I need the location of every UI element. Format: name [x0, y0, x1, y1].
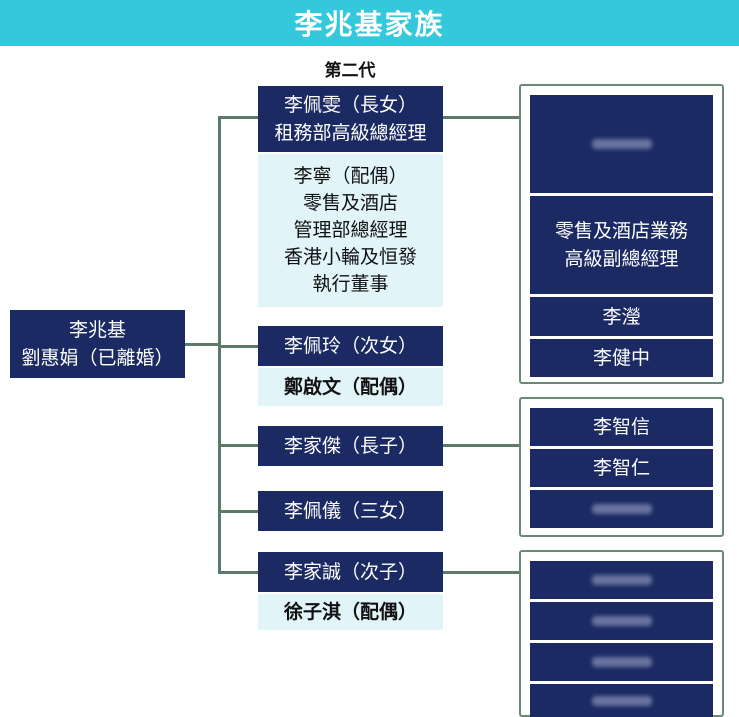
- grandchildren-group-3: [519, 550, 724, 717]
- connector-group-1: [443, 116, 519, 119]
- grandchildren-group-2: 李智信 李智仁: [519, 397, 724, 537]
- child-2-name: 李佩玲（次女）: [283, 335, 417, 357]
- grandchild-cell-blurred: [530, 490, 713, 528]
- parent-name: 李兆基: [68, 319, 126, 341]
- page-title: 李兆基家族: [0, 0, 739, 46]
- connector-child-2: [218, 345, 258, 348]
- grandchild-cell: 李健中: [530, 339, 713, 377]
- grandchild-cell-title: 零售及酒店業務 高級副總經理: [530, 196, 713, 294]
- child-3-name: 李家傑（長子）: [283, 435, 417, 457]
- connector-child-5: [218, 571, 258, 574]
- spouse-line: 李寧（配偶）: [293, 165, 408, 187]
- spouse-line: 徐子淇（配偶）: [283, 600, 417, 623]
- grandchild-cell-blurred: [530, 95, 713, 193]
- grandchild-title-line2: 高級副總經理: [564, 248, 679, 270]
- parent-box: 李兆基 劉惠娟（已離婚）: [10, 310, 185, 378]
- grandchild-cell-blurred: [530, 643, 713, 681]
- connector-child-1: [218, 116, 258, 119]
- spouse-line: 香港小輪及恒發: [283, 246, 417, 268]
- child-1-title: 租務部高級總經理: [274, 122, 427, 144]
- blurred-text: [591, 575, 652, 585]
- grandchild-title-line1: 零售及酒店業務: [554, 220, 688, 242]
- child-2-spouse-box: 鄭啟文（配偶）: [258, 368, 443, 406]
- grandchild-cell: 李智信: [530, 408, 713, 446]
- connector-group-2: [443, 444, 519, 447]
- spouse-line: 管理部總經理: [293, 219, 408, 241]
- connector-group-3: [443, 571, 519, 574]
- grandchild-name: 李智信: [592, 416, 650, 438]
- child-box-1: 李佩雯（長女） 租務部高級總經理: [258, 86, 443, 152]
- blurred-text: [591, 616, 652, 626]
- blurred-text: [591, 657, 652, 667]
- grandchildren-group-1: 零售及酒店業務 高級副總經理 李瀅 李健中: [519, 84, 724, 384]
- connector-parent: [185, 343, 220, 346]
- parent-spouse: 劉惠娟（已離婚）: [21, 347, 174, 369]
- child-box-2: 李佩玲（次女）: [258, 326, 443, 366]
- grandchild-cell: 李瀅: [530, 297, 713, 336]
- spouse-line: 零售及酒店: [302, 192, 398, 214]
- grandchild-cell-blurred: [530, 561, 713, 599]
- generation-label: 第二代: [324, 61, 376, 81]
- grandchild-cell-blurred: [530, 684, 713, 717]
- grandchild-name: 李智仁: [592, 457, 650, 479]
- child-box-4: 李佩儀（三女）: [258, 491, 443, 531]
- spouse-line: 鄭啟文（配偶）: [283, 375, 417, 398]
- blurred-text: [591, 695, 652, 706]
- grandchild-cell-blurred: [530, 602, 713, 640]
- child-box-5: 李家誠（次子）: [258, 552, 443, 592]
- grandchild-cell: 李智仁: [530, 449, 713, 487]
- child-5-spouse-box: 徐子淇（配偶）: [258, 594, 443, 630]
- grandchild-name: 李健中: [592, 347, 650, 369]
- blurred-text: [591, 504, 652, 514]
- child-box-3: 李家傑（長子）: [258, 426, 443, 466]
- blurred-text: [591, 139, 652, 149]
- child-4-name: 李佩儀（三女）: [283, 500, 417, 522]
- child-1-name: 李佩雯（長女）: [283, 94, 417, 116]
- child-5-name: 李家誠（次子）: [283, 561, 417, 583]
- connector-child-4: [218, 510, 258, 513]
- connector-child-3: [218, 444, 258, 447]
- spouse-line: 執行董事: [312, 273, 389, 295]
- child-1-spouse-box: 李寧（配偶） 零售及酒店 管理部總經理 香港小輪及恒發 執行董事: [258, 154, 443, 307]
- grandchild-name: 李瀅: [602, 305, 641, 328]
